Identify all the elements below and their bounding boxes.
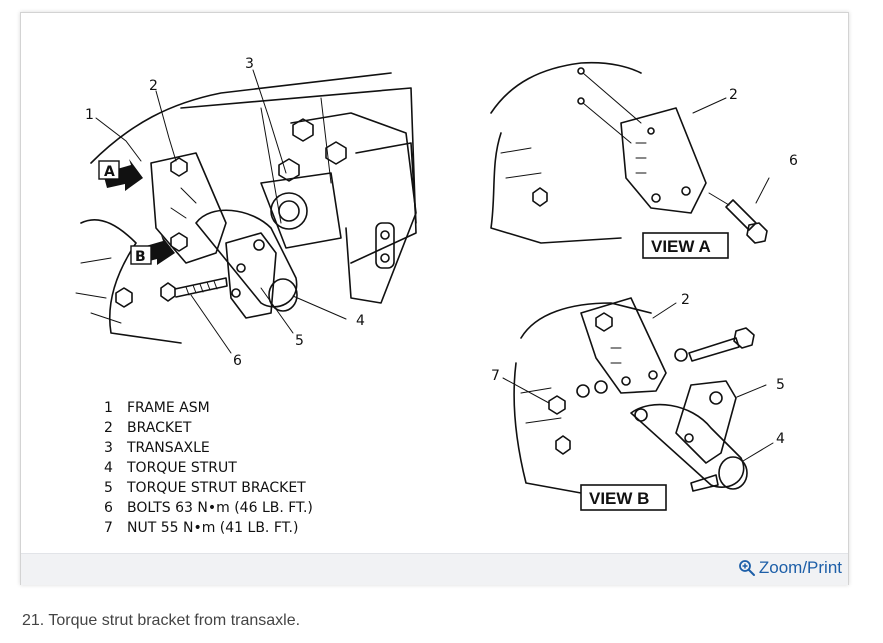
legend-text-4: TORQUE STRUT [126,460,237,476]
view-a: 2 6 VIEW A [490,61,798,259]
view-b-callout-5: 5 [776,377,785,393]
legend-num-1: 1 [104,400,113,416]
callout-2: 2 [149,78,158,94]
legend-num-6: 6 [104,500,113,516]
legend-num-4: 4 [104,460,113,476]
main-view: A B 1 2 3 4 5 6 [75,56,417,369]
arrow-b-label: B [135,249,146,265]
view-a-label: VIEW A [651,237,711,256]
callout-1: 1 [85,107,94,123]
legend-text-5: TORQUE STRUT BRACKET [126,480,306,496]
legend-text-1: FRAME ASM [127,400,210,416]
legend-text-2: BRACKET [127,420,192,436]
view-a-callout-6: 6 [789,153,798,169]
legend-num-3: 3 [104,440,113,456]
zoom-in-icon [738,560,755,576]
figure-toolbar: Zoom/Print [21,553,848,585]
view-b-callout-2: 2 [681,292,690,308]
callout-6: 6 [233,353,242,369]
view-b-label: VIEW B [589,489,649,508]
legend: 1 FRAME ASM 2 BRACKET 3 TRANSAXLE 4 TORQ… [104,400,313,536]
figure-caption: 21. Torque strut bracket from transaxle. [22,612,301,629]
view-b-callout-4: 4 [776,431,785,447]
legend-text-6: BOLTS 63 N•m (46 LB. FT.) [127,500,313,516]
legend-text-7: NUT 55 N•m (41 LB. FT.) [127,520,298,536]
zoom-print-label: Zoom/Print [758,558,842,577]
torque-strut-diagram: A B 1 2 3 4 5 6 [75,56,798,536]
callout-5: 5 [295,333,304,349]
callout-4: 4 [356,313,365,329]
zoom-print-link[interactable]: Zoom/Print [738,558,842,578]
legend-num-7: 7 [104,520,113,536]
legend-num-5: 5 [104,480,113,496]
figure-card: A B 1 2 3 4 5 6 [20,12,849,585]
view-b: 2 5 4 7 VIEW B [491,292,785,511]
legend-num-2: 2 [104,420,113,436]
legend-text-3: TRANSAXLE [126,440,210,456]
view-b-callout-7: 7 [491,368,500,384]
view-a-callout-2: 2 [729,87,738,103]
arrow-a-label: A [104,164,115,180]
callout-3: 3 [245,56,254,72]
diagram: A B 1 2 3 4 5 6 [21,13,848,553]
